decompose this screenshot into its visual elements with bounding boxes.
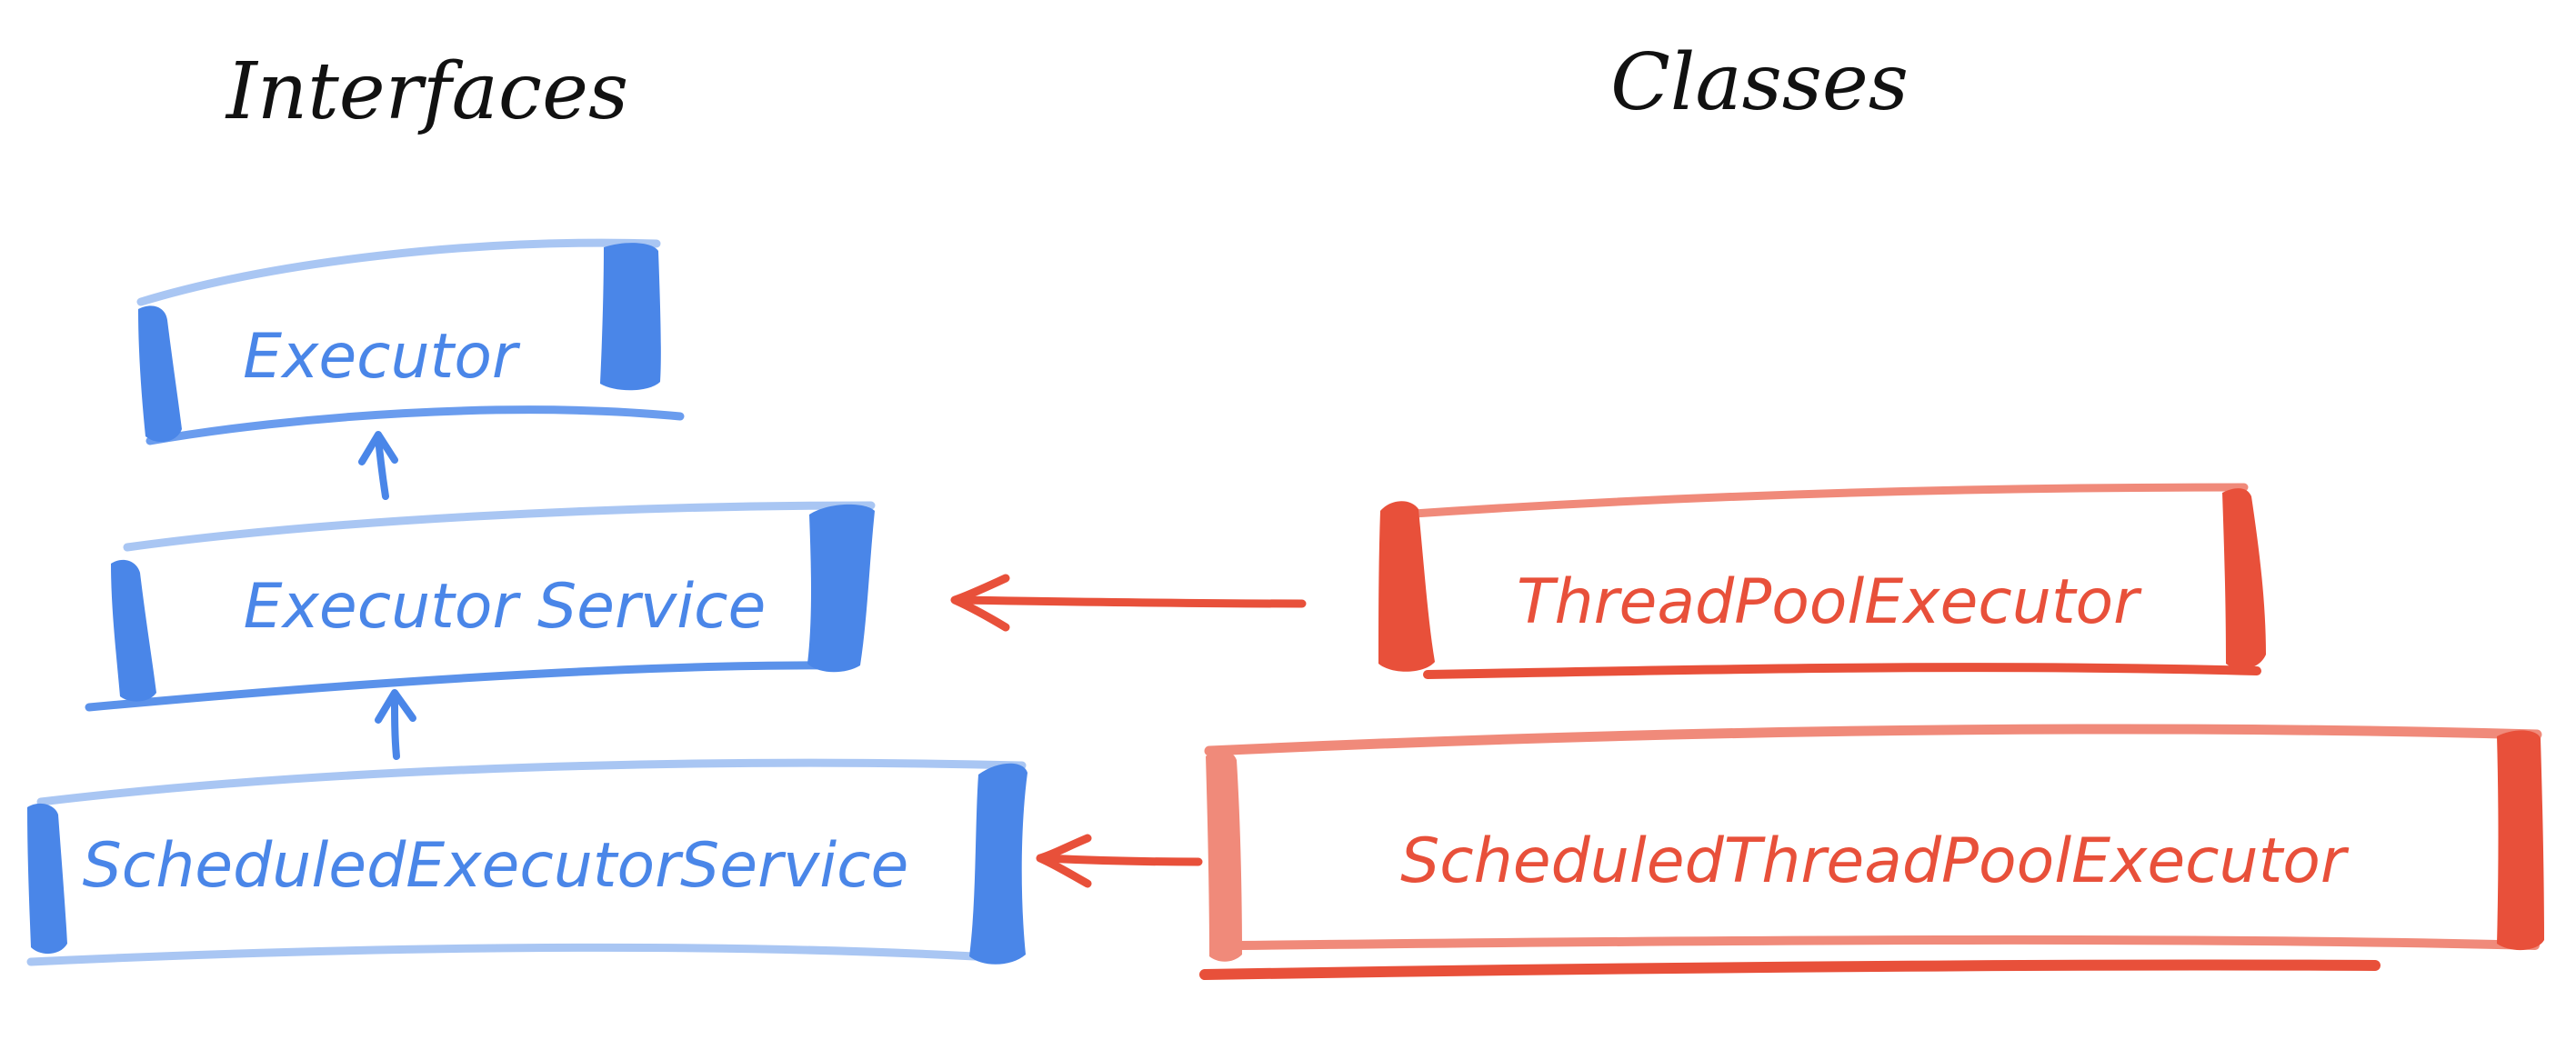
class-box-thread-pool-executor: ThreadPoolExecutor <box>1378 483 2266 679</box>
interface-label-executor-service: Executor Service <box>244 571 767 643</box>
interface-box-executor: Executor <box>136 238 685 445</box>
class-label-thread-pool-executor: ThreadPoolExecutor <box>1517 566 2142 638</box>
class-box-scheduled-thread-pool-executor: ScheduledThreadPoolExecutor <box>1199 724 2544 980</box>
heading-interfaces: Interfaces <box>225 46 628 137</box>
arrow-executor-service-to-executor <box>358 431 398 500</box>
arrow-scheduled-executor-service-to-executor-service <box>375 689 416 760</box>
class-label-scheduled-thread-pool-executor: ScheduledThreadPoolExecutor <box>1400 825 2350 897</box>
interface-label-executor: Executor <box>243 321 521 393</box>
interface-label-scheduled-executor-service: ScheduledExecutorService <box>83 830 909 902</box>
heading-classes: Classes <box>1610 37 1909 128</box>
interface-box-scheduled-executor-service: ScheduledExecutorService <box>26 758 1027 966</box>
arrow-thread-pool-executor-to-executor-service <box>950 574 1307 632</box>
interface-box-executor-service: Executor Service <box>85 501 876 712</box>
arrow-scheduled-thread-pool-executor-to-scheduled-executor-service <box>1036 834 1203 888</box>
